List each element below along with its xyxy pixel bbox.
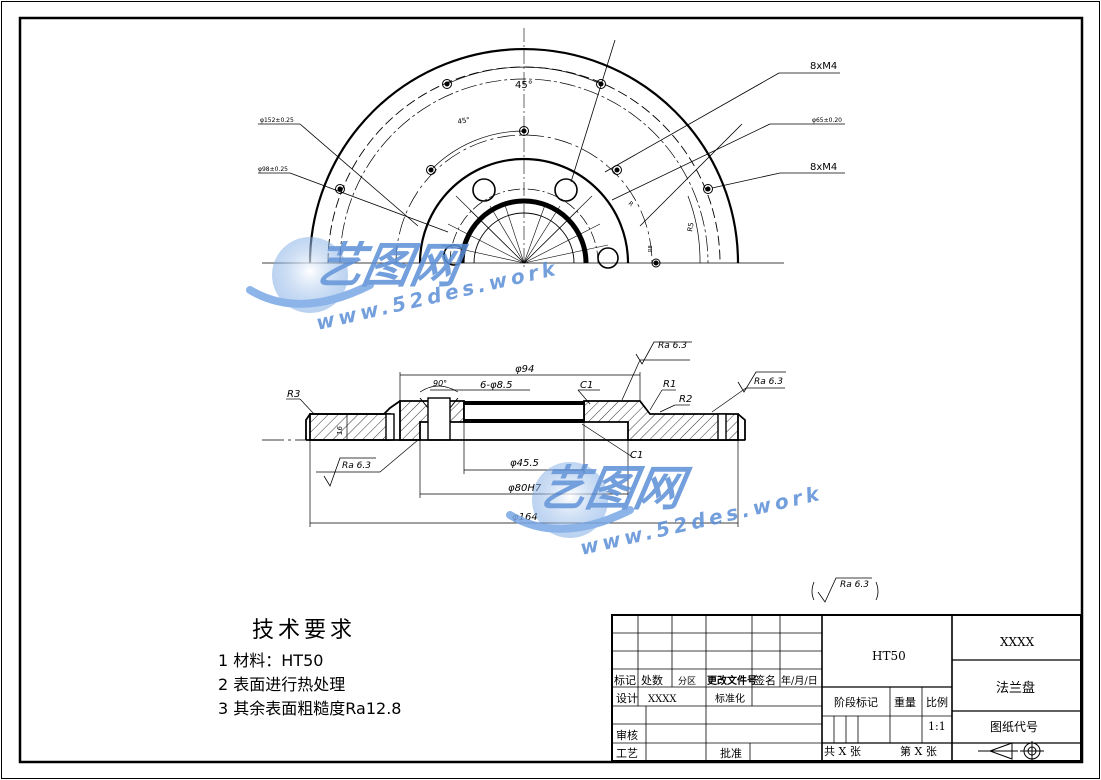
ra-right: Ra 6.3 — [754, 377, 783, 387]
small-r8-label: R8 — [648, 245, 654, 252]
dim-phi94: φ94 — [515, 364, 534, 375]
tb-zone: 分区 — [678, 676, 696, 687]
ra-left: Ra 6.3 — [342, 461, 371, 471]
tb-process: 工艺 — [616, 747, 638, 760]
ra-general: Ra 6.3 — [840, 580, 869, 590]
top-view — [258, 28, 845, 270]
tb-part-name: 法兰盘 — [996, 680, 1035, 696]
dim-r1: R1 — [663, 379, 676, 390]
tb-signature: 签名 — [754, 673, 776, 687]
top-view-labels: 45° 45° φ152±0.25 φ98±0.25 φ65±0.20 8xM4… — [258, 61, 842, 252]
tb-scale: 1:1 — [928, 720, 946, 733]
tb-stage-mark: 阶段标记 — [834, 695, 878, 709]
dim-phi164: φ164 — [512, 512, 538, 523]
tb-approve: 批准 — [720, 746, 742, 760]
dim-thickness: 16 — [336, 426, 344, 435]
tech-req-item-3: 3 其余表面粗糙度Ra12.8 — [218, 699, 401, 718]
tb-scale-label: 比例 — [926, 695, 948, 709]
tech-requirements: 技术要求 1 材料：HT50 2 表面进行热处理 3 其余表面粗糙度Ra12.8 — [218, 618, 401, 718]
title-block-labels: HT50 XXXX 法兰盘 图纸代号 标记 处数 分区 更改文件号 签名 年/月… — [614, 635, 1038, 760]
tb-company: XXXX — [1000, 635, 1035, 649]
tb-weight: 重量 — [894, 695, 916, 709]
dia-65-label: φ65±0.20 — [812, 117, 842, 124]
inner-border — [18, 16, 1084, 764]
tech-req-item-2: 2 表面进行热处理 — [218, 675, 345, 694]
watermark-brand-left: 艺图网 — [310, 238, 470, 294]
angle-45-outer: 45° — [515, 80, 533, 91]
dim-phi45-5: φ45.5 — [510, 458, 539, 469]
tech-req-item-1: 1 材料：HT50 — [218, 651, 323, 670]
dim-6-phi8-5: 6-φ8.5 — [480, 380, 512, 391]
tb-sheets-total: 共 X 张 — [824, 745, 861, 758]
tb-sheet-no: 第 X 张 — [900, 744, 937, 758]
tech-req-title: 技术要求 — [252, 618, 356, 643]
tb-count: 处数 — [641, 674, 663, 687]
thread-label-top: 8xM4 — [810, 61, 837, 72]
section-labels: φ94 6-φ8.5 90° C1 C1 R1 R2 R3 φ45.5 φ80H… — [287, 341, 869, 590]
watermark-right: 艺图网 www.52des.work — [506, 461, 825, 560]
watermark-left: 艺图网 www.52des.work — [246, 237, 561, 335]
dim-90deg: 90° — [433, 379, 447, 388]
angle-45-inner: 45° — [457, 116, 471, 126]
tb-designer: XXXX — [648, 694, 677, 705]
tb-standardize: 标准化 — [715, 692, 745, 705]
section-view — [262, 341, 879, 603]
small-r5-label: R5 — [686, 222, 695, 233]
dim-r3: R3 — [287, 389, 300, 400]
tb-review: 审核 — [616, 728, 638, 742]
dia-152-label: φ152±0.25 — [260, 117, 294, 124]
tb-date: 年/月/日 — [781, 674, 818, 687]
thread-label-mid: 8xM4 — [810, 162, 837, 173]
title-block — [611, 614, 1082, 762]
tb-mark: 标记 — [614, 673, 636, 687]
ra-top: Ra 6.3 — [658, 341, 687, 351]
dia-98-label: φ98±0.25 — [258, 166, 288, 173]
watermark-brand-right: 艺图网 — [534, 461, 694, 517]
small-r-label: R — [627, 200, 635, 208]
tb-change-doc: 更改文件号 — [707, 674, 757, 687]
dim-c1-top: C1 — [580, 380, 593, 391]
dim-c1-bottom: C1 — [630, 450, 643, 461]
dim-phi80h7: φ80H7 — [508, 483, 542, 494]
dim-r2: R2 — [679, 394, 692, 405]
tb-design: 设计 — [616, 692, 638, 705]
tb-material: HT50 — [872, 649, 906, 663]
tb-drawing-code-label: 图纸代号 — [990, 720, 1038, 734]
